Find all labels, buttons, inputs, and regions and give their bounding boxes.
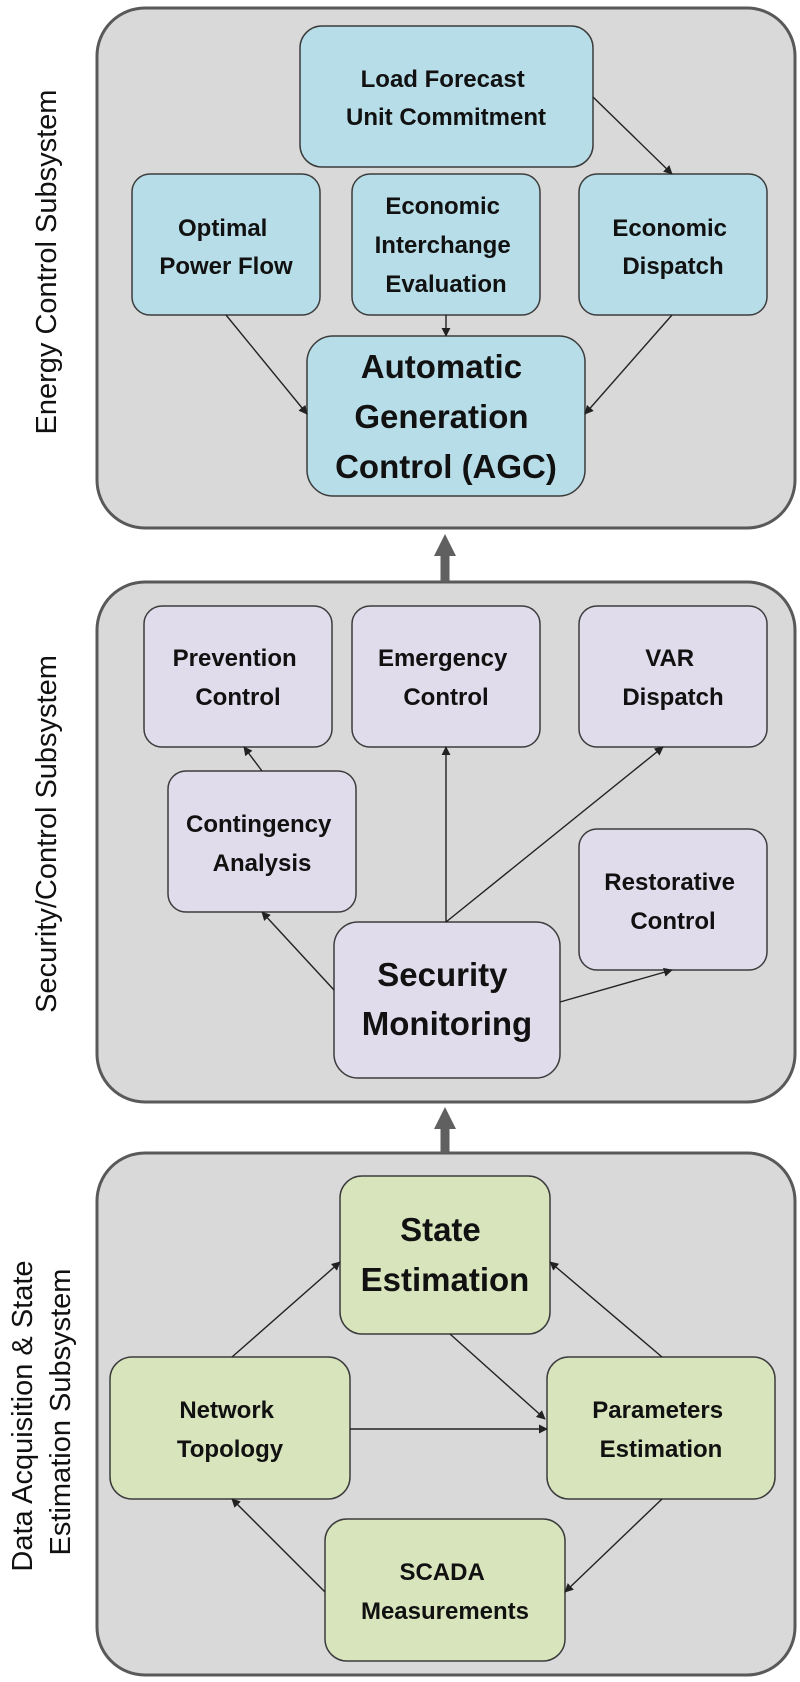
data-subsystem-title-line-1: Data Acquisition & State — [7, 1260, 39, 1571]
agc-label: Automatic Generation Control (AGC) — [335, 348, 557, 485]
parameters-estimation-line-1: Parameters — [592, 1397, 723, 1424]
load-forecast-label: Load Forecast Unit Commitment — [346, 66, 546, 131]
contingency-analysis-line-1: Contingency — [186, 811, 332, 838]
network-topology-line-1: Network — [179, 1397, 274, 1424]
emergency-control-line-1: Emergency — [378, 645, 508, 672]
energy-subsystem-title: Energy Control Subsystem — [31, 90, 63, 435]
optimal-power-flow-to-agc-arrow — [225, 314, 308, 415]
parameters-to-scada-arrow — [564, 1498, 663, 1593]
agc-line-1: Automatic — [361, 348, 522, 385]
security-monitoring-line-2: Monitoring — [362, 1005, 532, 1042]
parameters-estimation-label: Parameters Estimation — [592, 1397, 729, 1463]
monitoring-to-restorative-arrow — [559, 967, 673, 1003]
economic-dispatch-line-1: Economic — [612, 215, 727, 242]
contingency-analysis-line-2: Analysis — [213, 850, 312, 877]
restorative-control-box — [578, 828, 768, 971]
parameters-to-state-estimation-arrow — [549, 1261, 663, 1358]
network-topology-line-2: Topology — [177, 1436, 284, 1463]
economic-dispatch-line-2: Dispatch — [622, 253, 723, 280]
load-forecast-line-1: Load Forecast — [361, 66, 525, 93]
scada-to-topology-arrow — [231, 1498, 326, 1593]
economic-dispatch-box — [578, 173, 768, 316]
scada-measurements-label: SCADA Measurements — [361, 1559, 529, 1625]
economic-interchange-label: Economic Interchange Evaluation — [375, 193, 518, 298]
network-topology-label: Network Topology — [177, 1397, 284, 1463]
var-dispatch-line-2: Dispatch — [622, 684, 723, 711]
prevention-control-line-2: Control — [195, 684, 280, 711]
prevention-control-box — [143, 605, 333, 748]
load-forecast-line-2: Unit Commitment — [346, 104, 546, 131]
emergency-control-label: Emergency Control — [378, 645, 514, 711]
state-estimation-label: State Estimation — [361, 1211, 530, 1298]
emergency-control-box — [351, 605, 541, 748]
state-estimation-line-1: State — [400, 1211, 481, 1248]
prevention-control-line-1: Prevention — [173, 645, 297, 672]
scada-measurements-line-2: Measurements — [361, 1598, 529, 1625]
security-monitoring-line-1: Security — [377, 956, 508, 993]
optimal-power-flow-line-2: Power Flow — [159, 253, 293, 280]
agc-line-3: Control (AGC) — [335, 448, 557, 485]
restorative-control-label: Restorative Control — [604, 869, 741, 935]
var-dispatch-line-1: VAR — [645, 645, 694, 672]
security-monitoring-label: Security Monitoring — [362, 956, 532, 1042]
state-estimation-to-parameters-arrow — [449, 1333, 546, 1420]
optimal-power-flow-label: Optimal Power Flow — [159, 215, 293, 280]
economic-interchange-line-1: Economic — [385, 193, 500, 220]
load-forecast-box — [299, 25, 594, 168]
contingency-analysis-box — [167, 770, 357, 913]
agc-line-2: Generation — [354, 398, 528, 435]
monitoring-to-contingency-arrow — [261, 911, 335, 991]
scada-measurements-box — [324, 1518, 566, 1662]
load-forecast-to-economic-dispatch-arrow — [592, 96, 673, 175]
economic-dispatch-to-agc-arrow — [584, 314, 673, 415]
parameters-estimation-box — [546, 1356, 776, 1500]
parameters-estimation-line-2: Estimation — [600, 1436, 723, 1463]
economic-dispatch-label: Economic Dispatch — [612, 215, 733, 280]
state-estimation-box — [339, 1175, 551, 1335]
contingency-to-prevention-arrow — [243, 746, 263, 772]
prevention-control-label: Prevention Control — [173, 645, 304, 711]
security-monitoring-box — [333, 921, 561, 1079]
emergency-control-line-2: Control — [403, 684, 488, 711]
optimal-power-flow-box — [131, 173, 321, 316]
contingency-analysis-label: Contingency Analysis — [186, 811, 338, 877]
var-dispatch-box — [578, 605, 768, 748]
state-estimation-line-2: Estimation — [361, 1261, 530, 1298]
monitoring-to-var-dispatch-arrow — [445, 746, 664, 923]
data-subsystem-title-line-2: Estimation Subsystem — [45, 1269, 77, 1556]
data-subsystem-title: Data Acquisition & State Estimation Subs… — [7, 1252, 77, 1571]
var-dispatch-label: VAR Dispatch — [622, 645, 723, 711]
network-topology-box — [109, 1356, 351, 1500]
security-subsystem-title: Security/Control Subsystem — [31, 655, 63, 1013]
economic-interchange-line-3: Evaluation — [385, 271, 506, 298]
scada-measurements-line-1: SCADA — [399, 1559, 484, 1586]
economic-interchange-line-2: Interchange — [375, 232, 511, 259]
optimal-power-flow-line-1: Optimal — [178, 215, 267, 242]
topology-to-state-estimation-arrow — [231, 1261, 341, 1358]
restorative-control-line-2: Control — [630, 908, 715, 935]
restorative-control-line-1: Restorative — [604, 869, 735, 896]
